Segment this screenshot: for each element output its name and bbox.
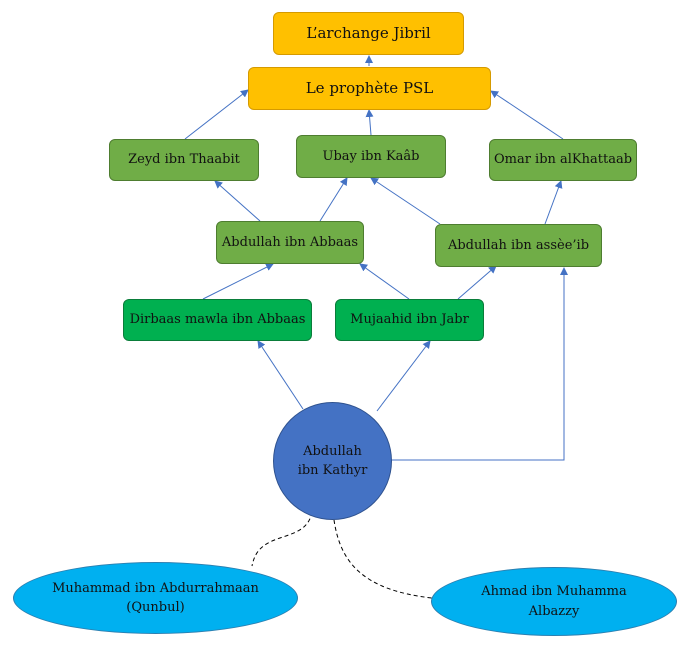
arrow-kathir-to-assaib bbox=[391, 267, 568, 461]
node-zeyd: Zeyd ibn Thaabit bbox=[109, 139, 259, 181]
node-kathir: Abdullah ibn Kathyr bbox=[273, 402, 392, 520]
node-dirbaas-label: Dirbaas mawla ibn Abbaas bbox=[129, 312, 306, 328]
node-abbaas: Abdullah ibn Abbaas bbox=[216, 221, 364, 264]
arrow-kathir-to-mujaahid bbox=[376, 340, 431, 412]
arrow-mujaahid-to-assaib bbox=[457, 265, 497, 300]
node-mujaahid-label: Mujaahid ibn Jabr bbox=[350, 312, 469, 328]
node-omar: Omar ibn alKhattaab bbox=[489, 139, 637, 181]
dashed-link-bazzy bbox=[333, 519, 433, 599]
node-kathir-line-2: ibn Kathyr bbox=[297, 463, 368, 478]
node-kathir-line-1: Abdullah bbox=[303, 443, 362, 459]
arrow-abbaas-to-ubay bbox=[319, 177, 348, 222]
node-omar-label: Omar ibn alKhattaab bbox=[493, 152, 633, 168]
node-bazzy-line-1: Ahmad ibn Muhamma bbox=[481, 584, 627, 599]
arrow-assaib-to-ubay bbox=[370, 177, 441, 225]
node-dirbaas: Dirbaas mawla ibn Abbaas bbox=[123, 299, 312, 341]
arrow-ubay-to-prophet bbox=[365, 109, 374, 136]
node-prophet: Le prophète PSL bbox=[248, 67, 491, 110]
node-assaib-label: Abdullah ibn assèe’ib bbox=[447, 237, 590, 253]
node-zeyd-label: Zeyd ibn Thaabit bbox=[128, 152, 240, 168]
node-bazzy-line-2: Albazzy bbox=[528, 603, 580, 619]
node-qunbul-line-2: (Qunbul) bbox=[126, 600, 185, 615]
node-qunbul-line-1: Muhammad ibn Abdurrahmaan bbox=[52, 580, 259, 596]
node-ubay-label: Ubay ibn Kaâb bbox=[322, 148, 420, 164]
node-qunbul: Muhammad ibn Abdurrahmaan (Qunbul) bbox=[13, 562, 298, 634]
node-abbaas-label: Abdullah ibn Abbaas bbox=[221, 234, 359, 250]
arrow-omar-to-prophet bbox=[490, 90, 564, 140]
arrow-assaib-to-omar bbox=[544, 180, 563, 225]
dashed-link-qunbul bbox=[251, 511, 313, 567]
node-mujaahid: Mujaahid ibn Jabr bbox=[335, 299, 484, 341]
node-bazzy: Ahmad ibn Muhamma Albazzy bbox=[431, 567, 677, 636]
node-ubay: Ubay ibn Kaâb bbox=[296, 135, 446, 178]
arrow-dirbaas-to-abbaas bbox=[202, 263, 274, 300]
arrow-abbaas-to-zeyd bbox=[214, 180, 261, 222]
node-jibril-label: L’archange Jibril bbox=[306, 24, 431, 43]
node-assaib: Abdullah ibn assèe’ib bbox=[435, 224, 602, 267]
node-prophet-label: Le prophète PSL bbox=[305, 79, 434, 98]
arrow-mujaahid-to-abbaas bbox=[359, 263, 410, 300]
arrow-zeyd-to-prophet bbox=[184, 89, 249, 140]
node-jibril: L’archange Jibril bbox=[273, 12, 464, 55]
arrow-kathir-to-dirbaas bbox=[257, 340, 304, 410]
